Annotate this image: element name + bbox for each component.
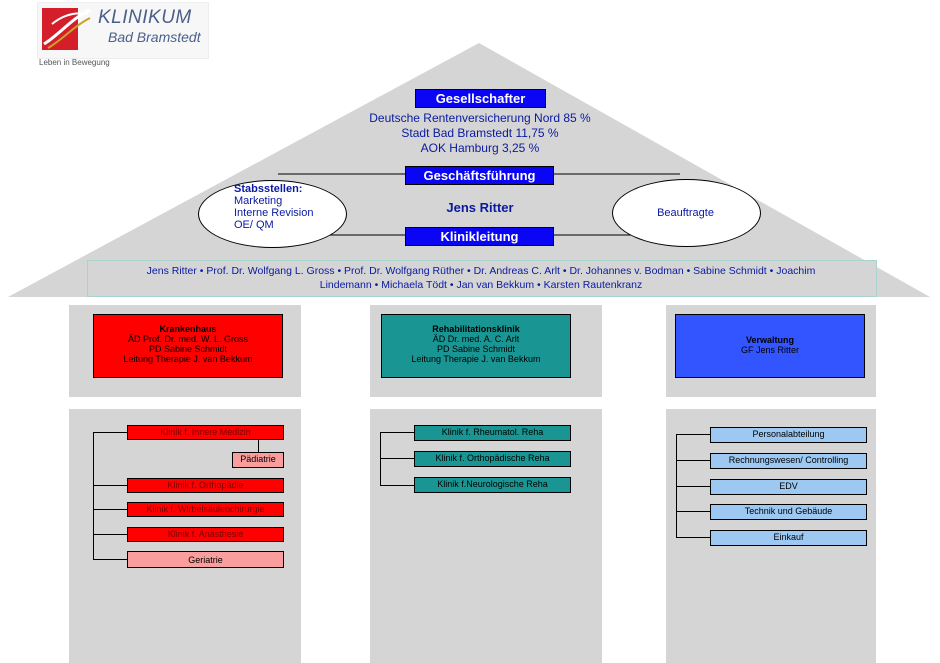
logo-name: KLINIKUM	[98, 7, 192, 28]
krankenhaus-line: ÄD Prof. Dr. med. W. L. Gross	[127, 334, 249, 344]
dept-geriatrie: Geriatrie	[127, 551, 284, 568]
shareholder-item: AOK Hamburg 3,25 %	[420, 141, 540, 155]
commissioners-text: Beauftragte	[657, 207, 714, 219]
krankenhaus-line: PD Sabine Schmidt	[148, 344, 228, 354]
connector-line	[380, 458, 414, 459]
staff-unit-item: Interne Revision	[234, 207, 314, 219]
staff-unit-item: OE/ QM	[234, 219, 274, 231]
members-line: Lindemann • Michaela Tödt • Jan van Bekk…	[319, 279, 643, 291]
connector-line	[676, 460, 710, 461]
verwaltung-title: Verwaltung	[745, 335, 794, 345]
reha-line: Leitung Therapie J. van Bekkum	[411, 354, 541, 364]
connector-line	[380, 432, 414, 433]
reha-line: ÄD Dr. med. A. C. Arlt	[432, 334, 520, 344]
connector-line	[380, 485, 414, 486]
dept-innere-medizin: Klinik f. Innere Medizin	[127, 425, 284, 440]
dept-personalabteilung: Personalabteilung	[710, 427, 867, 443]
connector-line	[676, 486, 710, 487]
dept-anaesthesie: Klinik f. Anästhesie	[127, 527, 284, 542]
shareholders-list: Deutsche Rentenversicherung Nord 85 % St…	[330, 111, 630, 156]
members-line: Jens Ritter • Prof. Dr. Wolfgang L. Gros…	[146, 265, 816, 277]
dept-rheumatol-reha: Klinik f. Rheumatol. Reha	[414, 425, 571, 441]
connector-line	[93, 534, 127, 535]
clinic-management-title: Klinikleitung	[405, 227, 554, 246]
klinikum-logo-icon	[42, 8, 91, 50]
reha-line: PD Sabine Schmidt	[436, 344, 516, 354]
krankenhaus-line: Leitung Therapie J. van Bekkum	[123, 354, 253, 364]
commissioners-oval	[612, 179, 761, 247]
dept-edv: EDV	[710, 479, 867, 495]
connector-line	[93, 432, 94, 560]
verwaltung-line: GF Jens Ritter	[740, 345, 799, 355]
reha-header: Rehabilitationsklinik ÄD Dr. med. A. C. …	[381, 314, 571, 378]
pillar-reha-bottom	[370, 409, 602, 663]
staff-units-oval	[198, 180, 347, 248]
reha-title: Rehabilitationsklinik	[432, 324, 520, 334]
connector-line	[93, 432, 127, 433]
dept-technik-gebaeude: Technik und Gebäude	[710, 504, 867, 520]
dept-wirbelsaeulenchirurgie: Klinik f. Wirbelsäulenchirurgie	[127, 502, 284, 517]
dept-paediatrie: Pädiatrie	[232, 452, 284, 468]
shareholder-item: Stadt Bad Bramstedt 11,75 %	[401, 126, 559, 140]
dept-orthopaedie: Klinik f. Orthopädie	[127, 478, 284, 493]
connector-line	[258, 440, 259, 452]
members-list: Jens Ritter • Prof. Dr. Wolfgang L. Gros…	[90, 264, 872, 292]
connector-line	[93, 485, 127, 486]
ceo-name: Jens Ritter	[446, 200, 514, 215]
shareholders-title: Gesellschafter	[415, 89, 546, 108]
connector-line	[676, 537, 710, 538]
management-title: Geschäftsführung	[405, 166, 554, 185]
dept-einkauf: Einkauf	[710, 530, 867, 546]
connector-line	[676, 434, 710, 435]
logo-city: Bad Bramstedt	[108, 29, 201, 45]
staff-unit-item: Marketing	[234, 195, 283, 207]
dept-orthopaedische-reha: Klinik f. Orthopädische Reha	[414, 451, 571, 467]
krankenhaus-header: Krankenhaus ÄD Prof. Dr. med. W. L. Gros…	[93, 314, 283, 378]
staff-units-text: Stabsstellen: Marketing Interne Revision…	[234, 183, 314, 231]
members-box	[87, 260, 877, 297]
connector-line	[93, 559, 127, 560]
shareholder-item: Deutsche Rentenversicherung Nord 85 %	[369, 111, 591, 125]
dept-rechnungswesen: Rechnungswesen/ Controlling	[710, 453, 867, 469]
connector-line	[676, 511, 710, 512]
logo-tagline: Leben in Bewegung	[39, 58, 110, 67]
staff-units-title: Stabsstellen:	[234, 183, 303, 195]
connector-line	[93, 509, 127, 510]
krankenhaus-title: Krankenhaus	[159, 324, 217, 334]
dept-neurologische-reha: Klinik f.Neurologische Reha	[414, 477, 571, 493]
verwaltung-header: Verwaltung GF Jens Ritter	[675, 314, 865, 378]
